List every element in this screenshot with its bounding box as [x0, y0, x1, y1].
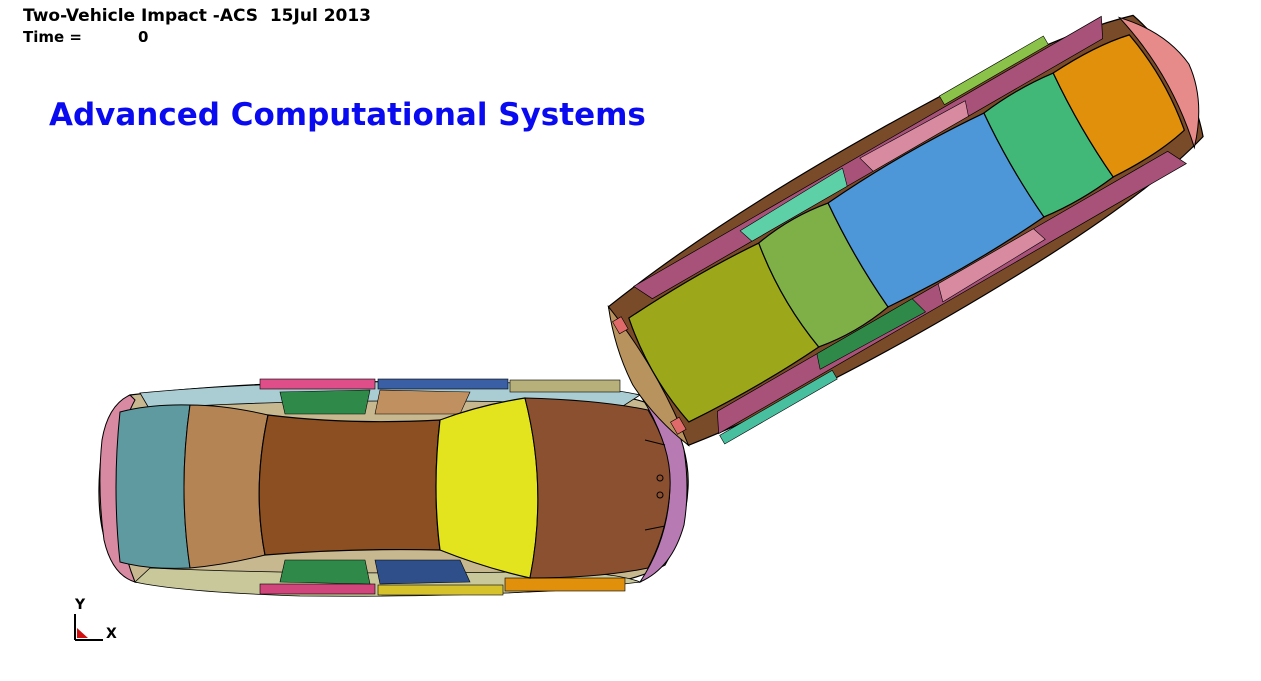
vehicle-2-side-window-top-2 — [859, 100, 969, 172]
vehicle-1-hood — [524, 397, 671, 579]
axis-y-label: Y — [75, 597, 86, 613]
vehicle-2-side-strip-lime — [939, 35, 1049, 106]
vehicle-1-top-window-tan — [374, 389, 471, 415]
vehicle-2-side-window-top — [739, 167, 848, 242]
vehicle-1-rear-window — [183, 404, 269, 569]
axis-triad — [74, 614, 103, 641]
vehicle-2-headlight — [612, 316, 629, 335]
vehicle-1-top-window-green — [279, 389, 371, 415]
vehicle-2-side-strip-teal — [719, 369, 838, 445]
vehicle-1-hood-line — [644, 439, 666, 446]
z-axis-marker — [77, 628, 88, 638]
vehicle-2-headlight — [670, 416, 687, 435]
vehicle-1-trunk — [115, 404, 191, 569]
axis-x-label: X — [106, 626, 117, 642]
vehicle-2-side-window-bottom — [816, 298, 927, 370]
vehicle-1-hood-detail — [656, 491, 664, 499]
vehicle-1-hood-line — [644, 525, 666, 531]
vehicle-2-side-window-bottom-2 — [937, 228, 1046, 303]
vehicle-1-windshield — [435, 397, 539, 579]
vehicle-1-bottom-door-yellow — [377, 584, 504, 596]
time-value: 0 — [138, 28, 149, 46]
vehicle-2-front-bumper — [1117, 16, 1200, 150]
simulation-title: Two-Vehicle Impact -ACS 15Jul 2013 — [23, 6, 372, 26]
vehicle-1-bottom-window-blue — [374, 559, 471, 585]
vehicle-1-bottom-door-pink — [259, 583, 376, 595]
vehicle-2-trunk — [1052, 34, 1186, 178]
vehicle-1-bottom-window-green — [279, 559, 371, 585]
vehicle-2 — [607, 14, 1204, 447]
vehicle-1-top-door-blue — [377, 378, 509, 390]
vehicle-1-roof — [258, 414, 441, 556]
brand-banner: Advanced Computational Systems — [49, 97, 646, 133]
time-label: Time = — [23, 28, 82, 46]
vehicle-1-top-door-olive — [509, 379, 621, 393]
vehicle-1 — [98, 378, 689, 597]
vehicle-1-hood-detail — [656, 474, 664, 482]
vehicle-1-top-door-pink — [259, 378, 376, 390]
vehicle-1-bottom-door-orange — [504, 577, 626, 592]
